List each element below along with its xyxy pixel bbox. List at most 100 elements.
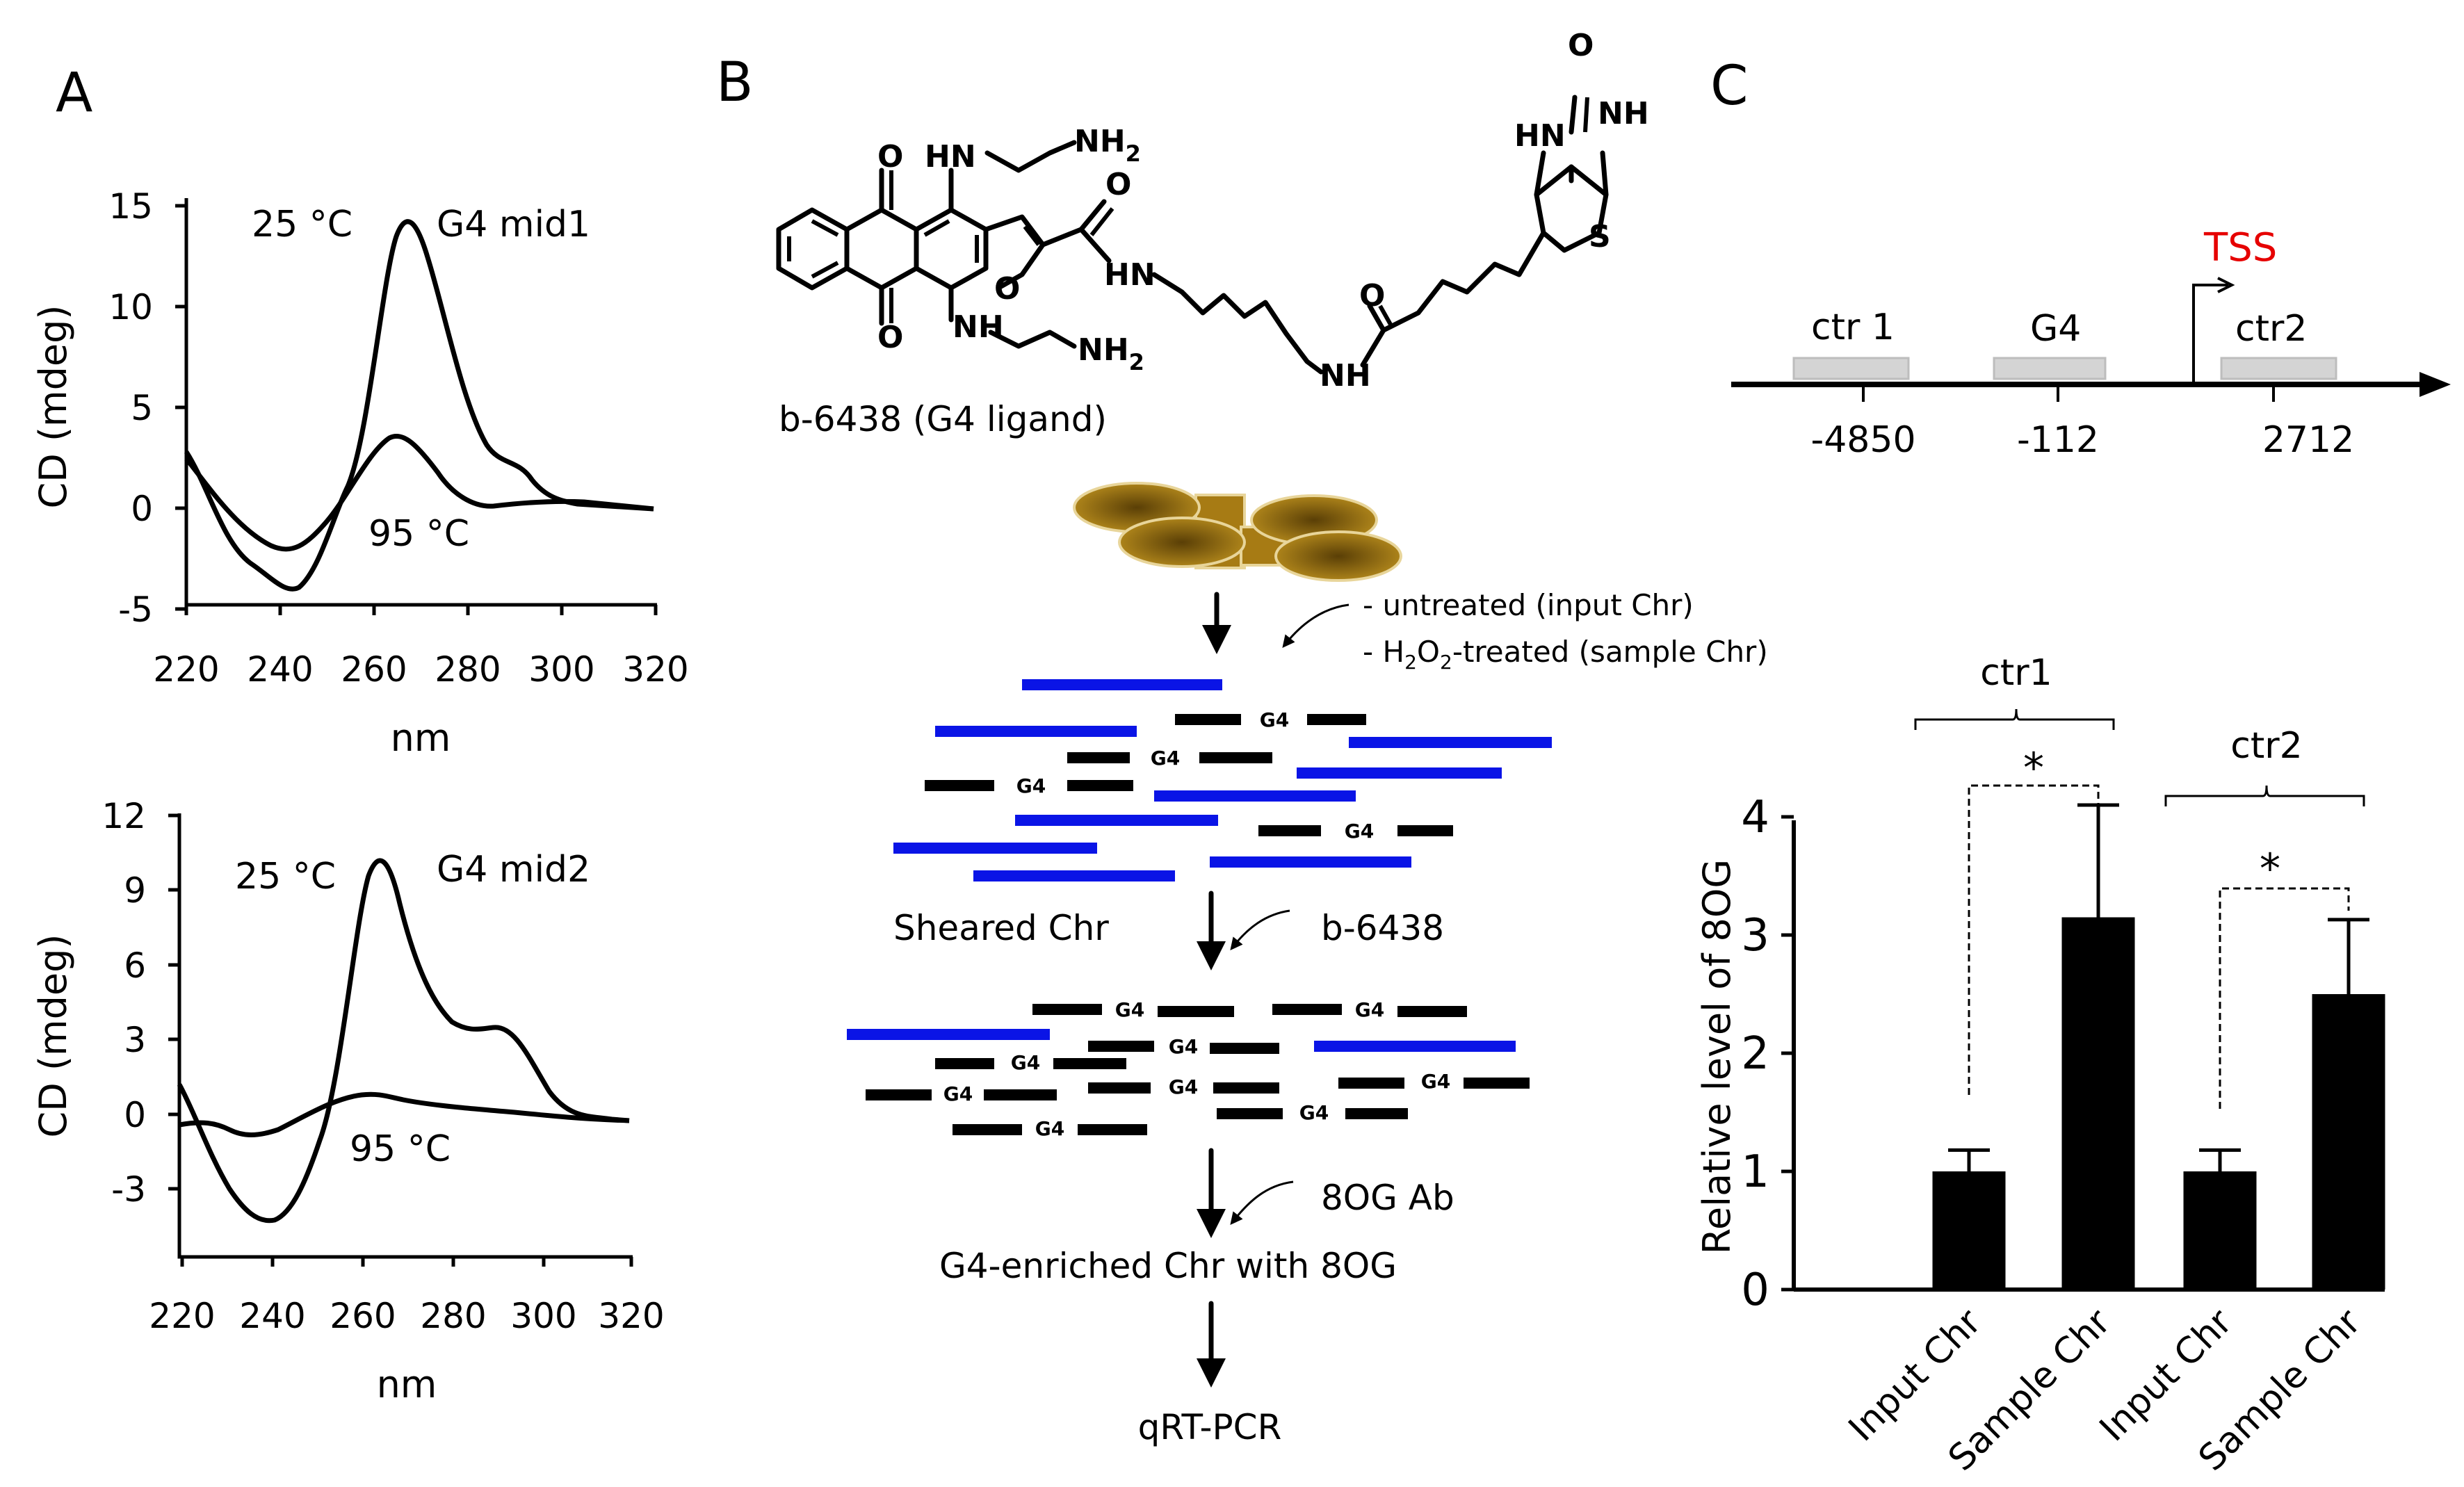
- panel-c-label: C: [1710, 55, 1748, 117]
- bar-ytick-label: 1: [1741, 1146, 1769, 1198]
- region-g4: [1993, 357, 2107, 380]
- bar-ytick-label: 2: [1741, 1028, 1769, 1080]
- cd1-ytick-label: -5: [118, 590, 153, 630]
- cd1-ytick-label: 5: [131, 388, 153, 428]
- sig-bracket-1: [1968, 784, 2100, 1095]
- cd2-xtick-label: 320: [598, 1296, 664, 1336]
- cd2-curve-95c: [179, 1091, 630, 1137]
- cd1-xtick-label: 260: [341, 649, 407, 690]
- panel-b-label: B: [716, 51, 754, 114]
- chem-biotin-nh: NH: [1598, 96, 1649, 131]
- bar-marks: [1932, 803, 2385, 1290]
- error-bar: [2199, 1148, 2241, 1171]
- flow-antibody: 8OG Ab: [1321, 1178, 1454, 1218]
- cd2-ytick-label: 6: [124, 945, 146, 986]
- flow-sheared: Sheared Chr: [893, 908, 1109, 948]
- cd2-ylabel: CD (mdeg): [31, 934, 75, 1138]
- chem-o-biotin: O: [1568, 28, 1594, 63]
- chem-nh-bottom: NH: [953, 309, 1004, 345]
- cd2-label-25: 25 °C: [235, 856, 336, 897]
- cd1-xlabel: nm: [391, 716, 451, 760]
- cd2-xtick-label: 280: [420, 1296, 486, 1336]
- cd2-ytick-label: 0: [124, 1095, 146, 1135]
- flow-ligand: b-6438: [1321, 908, 1444, 948]
- bar: [2183, 1171, 2257, 1290]
- g4-tag: G4: [1345, 820, 1374, 843]
- flow-enriched: G4-enriched Chr with 8OG: [939, 1246, 1397, 1286]
- cd1-xtick-label: 220: [153, 649, 219, 690]
- error-bar: [2328, 918, 2369, 994]
- bar-ytick-label: 3: [1741, 910, 1769, 961]
- cd2-ytick-label: 12: [102, 796, 146, 836]
- bar-ylabel: Relative level of 8OG: [1695, 859, 1739, 1254]
- ligand-bound-fragments: G4 G4 G4 G4 G4 G4 G4 G4 G4: [847, 998, 1530, 1140]
- chem-name: b-6438 (G4 ligand): [779, 399, 1107, 439]
- cd1-yticks: 15 10 5 0 -5: [108, 186, 186, 630]
- cd2-label-95: 95 °C: [350, 1128, 451, 1170]
- flow-final: qRT-PCR: [1138, 1407, 1282, 1447]
- cd2-xlabel: nm: [377, 1363, 437, 1406]
- cd1-curve-95c: [184, 433, 654, 552]
- cd2-xtick-label: 260: [330, 1296, 396, 1336]
- chem-o-top: O: [877, 139, 903, 174]
- cd2-xtick-label: 220: [149, 1296, 215, 1336]
- bar-yticks: 4 3 2 1 0: [1741, 792, 1794, 1316]
- pos-label: -112: [2017, 419, 2099, 461]
- flow-untreated: - untreated (input Chr): [1363, 588, 1694, 622]
- region-ctr1: [1792, 357, 1910, 380]
- tss-label: TSS: [2203, 225, 2277, 270]
- sig-bracket-2: [2219, 887, 2350, 1109]
- sheared-chromatin: G4 G4 G4 G4: [893, 679, 1552, 881]
- cd1-curve-25c: [184, 219, 654, 592]
- chem-nh-amide: NH: [1320, 358, 1371, 393]
- g4-tag: G4: [1011, 1051, 1040, 1074]
- bar: [1932, 1171, 2006, 1290]
- g4-tag: G4: [1169, 1035, 1198, 1058]
- cd-plot-bottom: 12 9 6 3 0 -3 220 240 260 280 300 320 25…: [31, 796, 665, 1406]
- cd1-ytick-label: 15: [108, 186, 153, 227]
- nucleosome-cluster: [1073, 482, 1402, 582]
- cd1-xtick-label: 320: [622, 649, 688, 690]
- bar-ytick-label: 4: [1741, 792, 1769, 843]
- cd2-xtick-label: 300: [510, 1296, 576, 1336]
- g4-tag: G4: [1016, 774, 1046, 797]
- chem-o-amide1: O: [1105, 167, 1131, 202]
- flow-arrows: [1197, 592, 1349, 1388]
- cd1-xtick-label: 280: [435, 649, 501, 690]
- chem-nh2-bottom: NH2: [1078, 332, 1144, 375]
- bar-chart: Relative level of 8OG 4 3 2 1 0 Input ChrSam…: [1695, 652, 2385, 1479]
- bar-ytick-label: 0: [1741, 1265, 1769, 1316]
- cd1-label-95: 95 °C: [368, 513, 469, 555]
- bar: [2312, 994, 2385, 1290]
- ctr2-brace: [2164, 785, 2365, 806]
- g4-tag: G4: [1115, 998, 1144, 1021]
- chem-o-furan: O: [994, 271, 1020, 307]
- chem-nh2-top: NH2: [1074, 124, 1141, 167]
- g4-tag: G4: [943, 1082, 973, 1105]
- gene-map: TSS ctr 1 G4 ctr2 -4850 -112 2712: [1731, 225, 2451, 461]
- region-ctr2: [2220, 357, 2337, 380]
- cd2-xticks: 220 240 260 280 300 320: [149, 1257, 665, 1336]
- chem-hn-amide: HN: [1104, 257, 1156, 293]
- chem-biotin-s: S: [1589, 219, 1611, 254]
- sig-star: *: [2023, 744, 2044, 793]
- cd2-series-label: G4 mid2: [437, 849, 590, 891]
- ctr1-brace: [1914, 708, 2115, 730]
- chem-o-amide2: O: [1359, 278, 1385, 314]
- group-label: ctr2: [2230, 725, 2302, 767]
- cd2-ytick-label: 9: [124, 870, 146, 911]
- ctr2-label: ctr2: [2235, 308, 2307, 350]
- ctr1-label: ctr 1: [1811, 307, 1895, 348]
- cd2-xtick-label: 240: [239, 1296, 305, 1336]
- sig-star: *: [2260, 845, 2280, 893]
- bar: [2061, 917, 2135, 1290]
- g4-tag: G4: [1151, 747, 1180, 770]
- chem-o-bottom: O: [877, 320, 903, 355]
- cd1-xticks: 220 240 260 280 300 320: [153, 605, 689, 690]
- flow-treated: - H2O2-treated (sample Chr): [1363, 635, 1768, 674]
- cd1-xtick-label: 240: [247, 649, 313, 690]
- cd2-ytick-label: -3: [111, 1169, 146, 1210]
- g4-tag: G4: [1299, 1101, 1329, 1124]
